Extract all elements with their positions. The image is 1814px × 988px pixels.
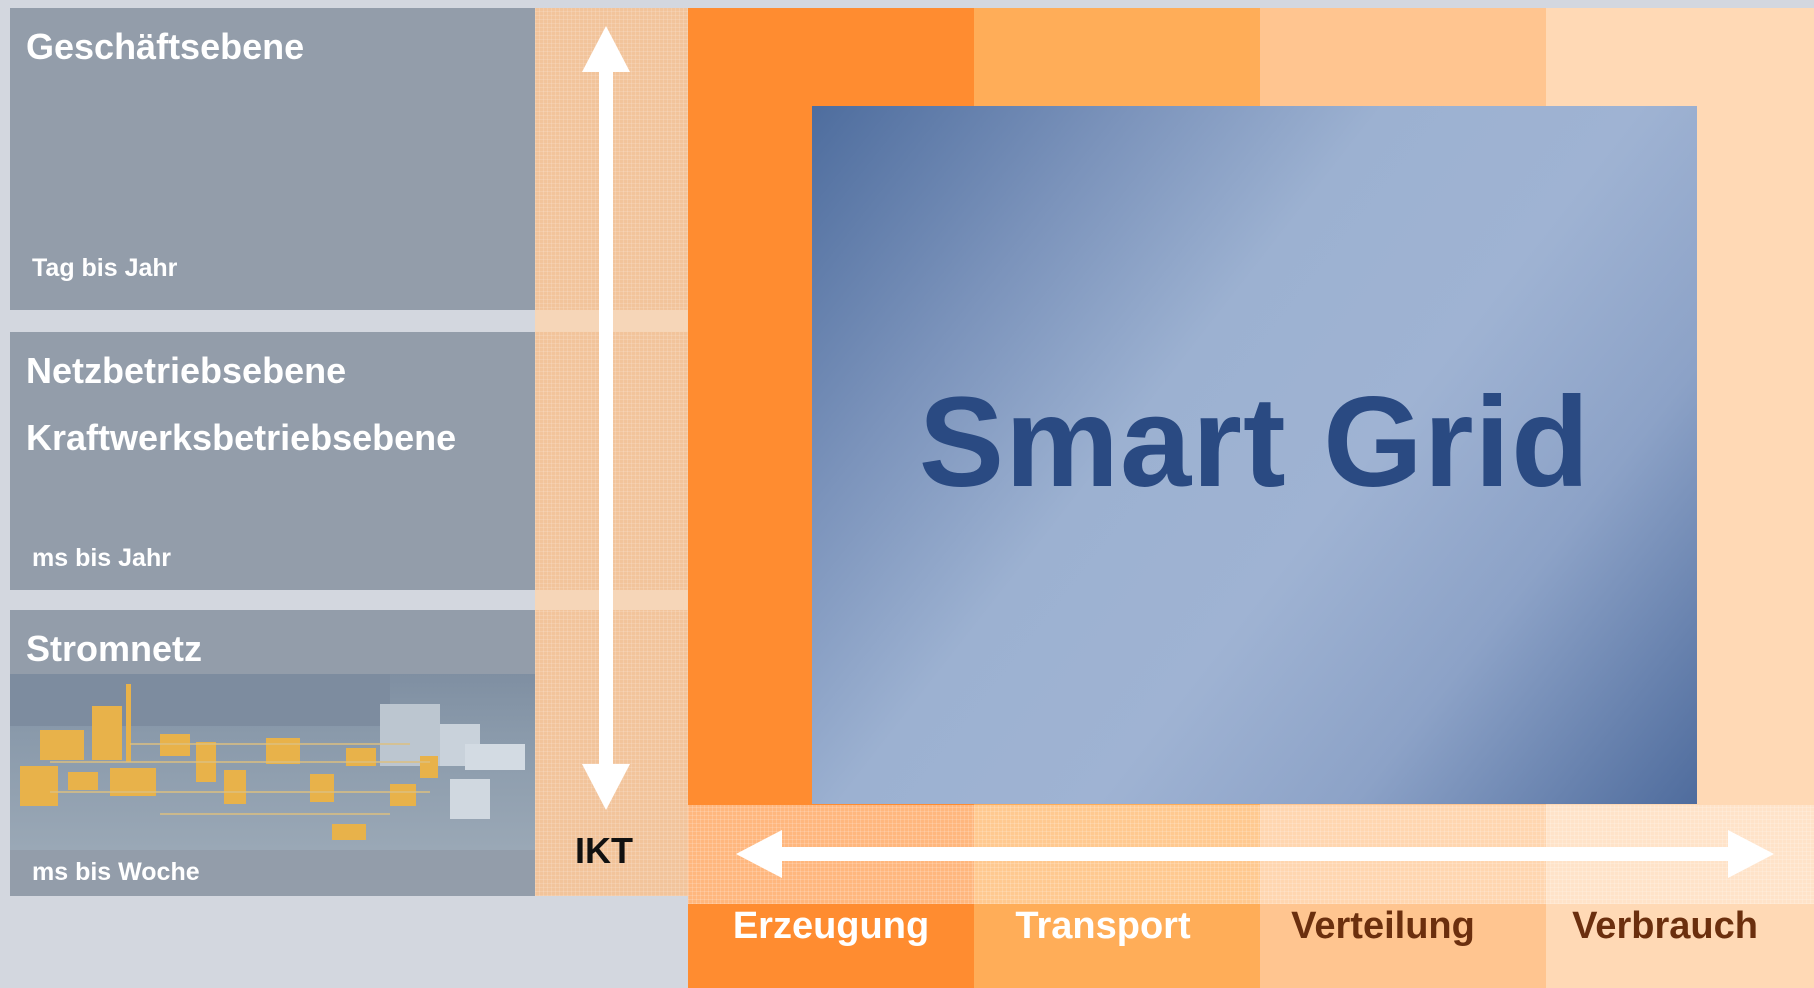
domain-label-transport: Transport xyxy=(1015,905,1191,947)
layer-title: Stromnetz xyxy=(26,628,203,669)
layer-panel-operations: Netzbetriebsebene Kraftwerksbetriebseben… xyxy=(10,332,535,590)
smart-grid-title: Smart Grid xyxy=(918,370,1591,514)
domain-label-erzeugung: Erzeugung xyxy=(732,905,930,947)
vertical-double-arrow-icon xyxy=(582,26,630,810)
domain-label-verbrauch: Verbrauch xyxy=(1572,905,1758,947)
layer-title: Netzbetriebsebene xyxy=(26,350,347,391)
layer-timescale: ms bis Woche xyxy=(32,858,200,886)
layer-title: Kraftwerksbetriebsebene xyxy=(26,417,457,458)
smart-grid-box: Smart Grid xyxy=(812,106,1697,804)
layer-panel-business: Geschäftsebene Tag bis Jahr xyxy=(10,8,535,310)
layer-timescale: ms bis Jahr xyxy=(32,544,171,572)
layer-timescale: Tag bis Jahr xyxy=(32,254,178,282)
power-grid-scene-icon xyxy=(10,674,525,840)
domain-label-verteilung: Verteilung xyxy=(1291,905,1475,947)
ikt-label: IKT xyxy=(575,830,633,871)
horizontal-double-arrow-icon xyxy=(736,830,1774,878)
layer-title: Geschäftsebene xyxy=(26,26,305,67)
power-grid-illustration xyxy=(10,674,535,850)
